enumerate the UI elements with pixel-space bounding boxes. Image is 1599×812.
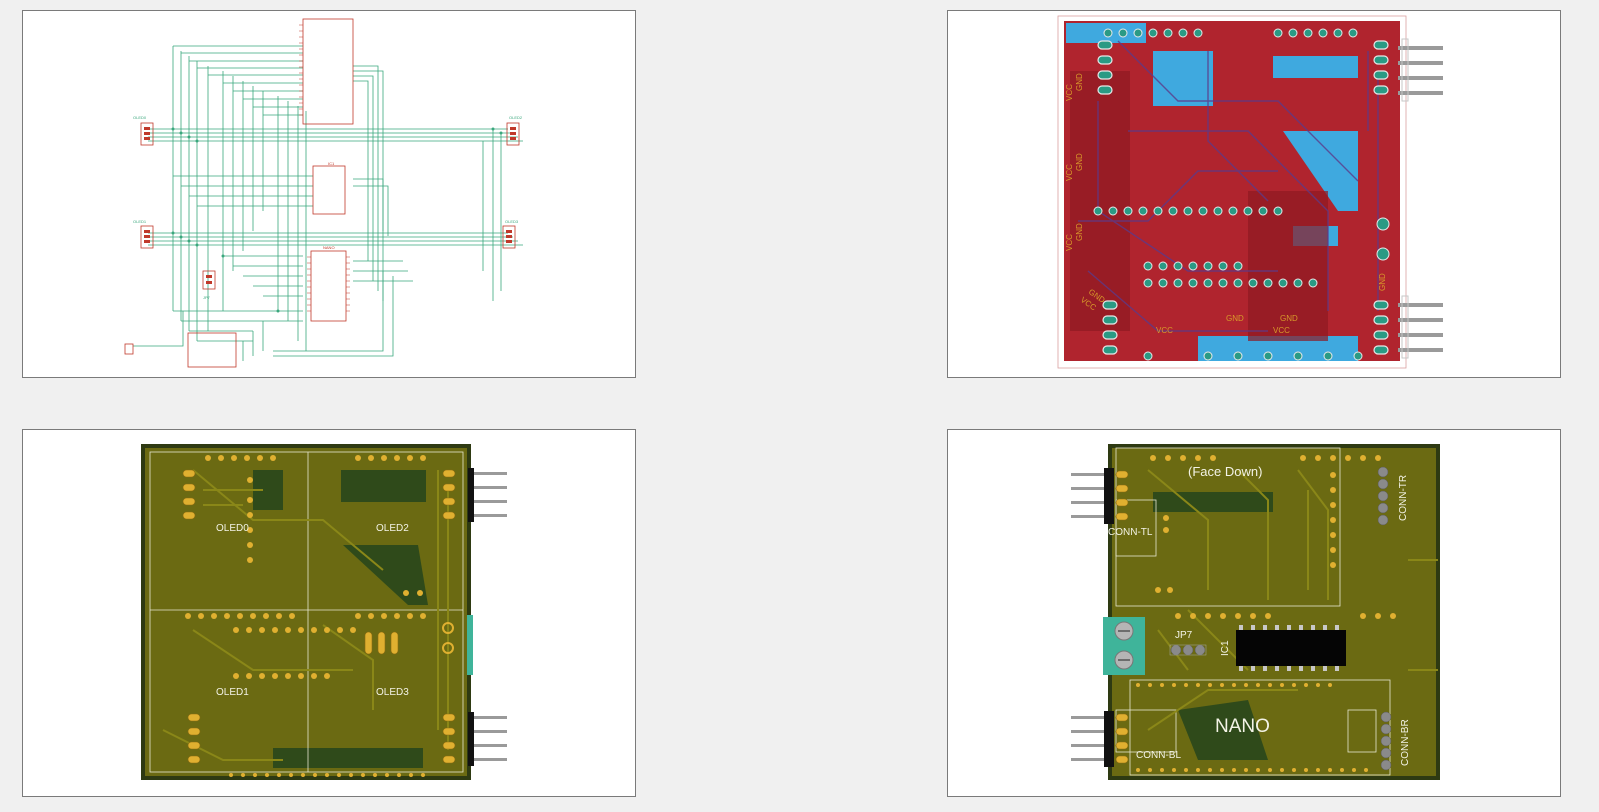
oled0-ref-label: OLED0 — [133, 115, 147, 120]
ic-top-symbol — [302, 18, 354, 125]
top-view-panel[interactable]: OLED0 OLED2 OLED1 OLED3 — [22, 429, 636, 797]
oled1-label: OLED1 — [216, 687, 249, 698]
oled3-label: OLED3 — [376, 687, 409, 698]
ic1-label: IC1 — [1220, 640, 1231, 656]
net-label: VCC — [1156, 326, 1173, 335]
oled0-label: OLED0 — [216, 523, 249, 534]
net-label: GND — [1075, 73, 1084, 91]
nano-label: NANO — [1215, 716, 1270, 737]
conn-br-label: CONN-BR — [1400, 719, 1411, 766]
face-down-label: (Face Down) — [1188, 464, 1262, 479]
layout-panel[interactable]: VCC GND VCC GND VCC GND GND VCC VCC GND … — [947, 10, 1561, 378]
net-label: GND — [1075, 153, 1084, 171]
net-label: GND — [1075, 223, 1084, 241]
bottom-view-panel[interactable]: (Face Down) CONN-TL CONN-TR CONN-BL CONN… — [947, 429, 1561, 797]
conn-tl-label: CONN-TL — [1108, 527, 1153, 538]
net-label: GND — [1378, 273, 1387, 291]
ic1-ref-label: IC1 — [328, 161, 335, 166]
conn-tr-label: CONN-TR — [1398, 475, 1409, 521]
schematic-canvas: IC1 NANO JP7 OLED0 OLED1 OLED2 OLED3 — [124, 18, 523, 368]
layout-canvas: VCC GND VCC GND VCC GND GND VCC VCC GND … — [1057, 15, 1443, 369]
net-label: VCC — [1273, 326, 1290, 335]
jp7-ref-label: JP7 — [203, 295, 211, 300]
oled1-ref-label: OLED1 — [133, 219, 147, 224]
net-label: GND — [1226, 314, 1244, 323]
jp7-label: JP7 — [1175, 630, 1193, 641]
net-label: VCC — [1065, 84, 1074, 101]
net-label: GND — [1280, 314, 1298, 323]
oled2-label: OLED2 — [376, 523, 409, 534]
top-view-canvas: OLED0 OLED2 OLED1 OLED3 — [141, 444, 507, 780]
net-label: VCC — [1065, 164, 1074, 181]
nano-ref-label: NANO — [323, 245, 335, 250]
oled3-ref-label: OLED3 — [505, 219, 519, 224]
conn-bl-label: CONN-BL — [1136, 750, 1181, 761]
oled2-ref-label: OLED2 — [509, 115, 523, 120]
net-label: VCC — [1065, 234, 1074, 251]
schematic-panel[interactable]: IC1 NANO JP7 OLED0 OLED1 OLED2 OLED3 — [22, 10, 636, 378]
bottom-view-canvas: (Face Down) CONN-TL CONN-TR CONN-BL CONN… — [1071, 444, 1440, 780]
